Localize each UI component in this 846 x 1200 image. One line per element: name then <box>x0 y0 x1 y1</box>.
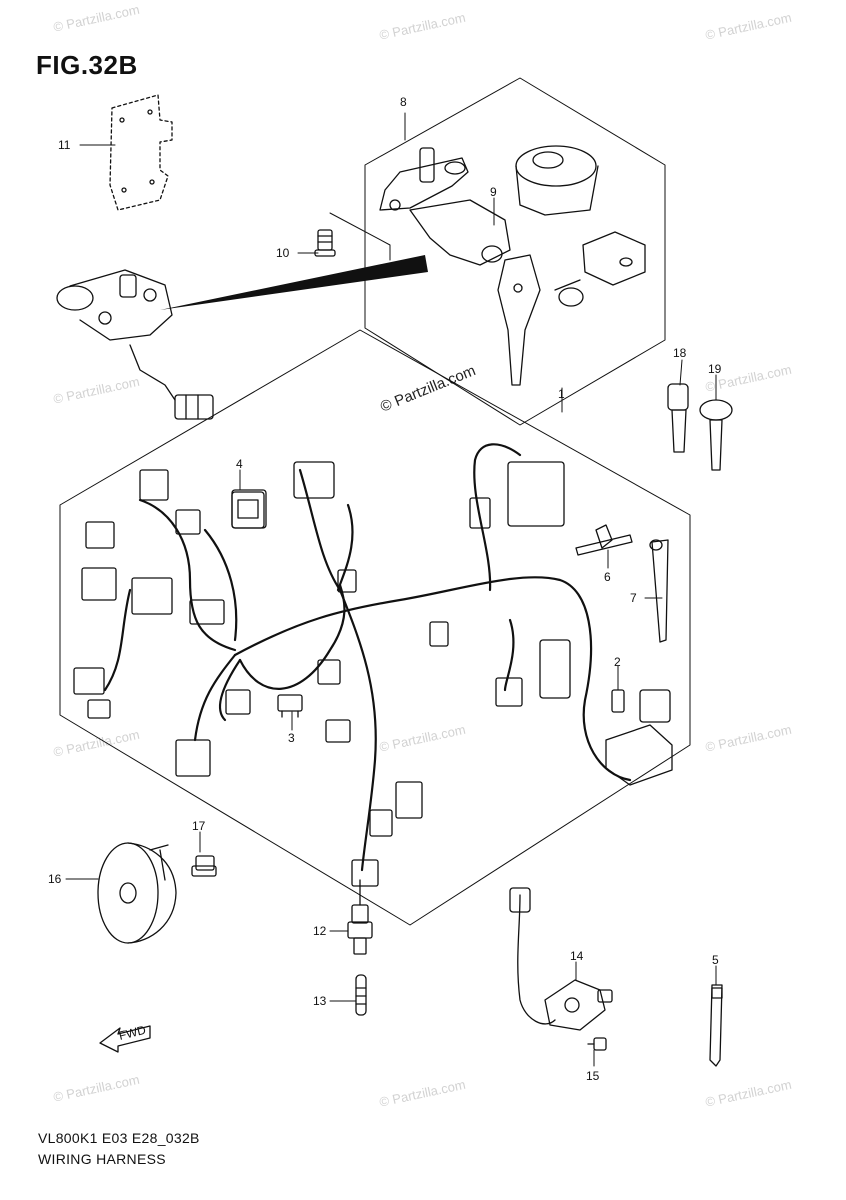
fuse-part-3 <box>277 694 303 718</box>
bolt-part-15 <box>587 1037 607 1051</box>
fuel-cap-part <box>515 145 599 216</box>
callout-leaders <box>65 112 717 1067</box>
callout-8: 8 <box>400 95 407 109</box>
front-arrow <box>99 1025 151 1053</box>
callout-numbers: 1 2 3 4 5 6 7 8 9 10 11 12 13 14 15 16 1… <box>48 95 722 1083</box>
screw-part <box>314 212 391 261</box>
callout-2: 2 <box>614 655 621 669</box>
callout-9: 9 <box>490 185 497 199</box>
ignition-switch-assembly-left <box>56 269 214 420</box>
pin-part-13 <box>355 974 367 1016</box>
front-arrow-label: FWD <box>117 1023 147 1043</box>
callout-19: 19 <box>708 362 722 376</box>
sensor-part-14 <box>509 887 613 1031</box>
callout-14: 14 <box>570 949 584 963</box>
callout-1: 1 <box>558 387 565 401</box>
callout-5: 5 <box>712 953 719 967</box>
callout-11: 11 <box>58 138 71 152</box>
strap-part-5 <box>709 984 723 1067</box>
ignition-switch-part <box>379 147 511 266</box>
callout-6: 6 <box>604 570 611 584</box>
callout-15: 15 <box>586 1069 600 1083</box>
cable-tie-part-7 <box>649 539 669 643</box>
key-part-19 <box>699 399 733 471</box>
neutral-switch-part-12 <box>347 879 373 955</box>
horn-part-16 <box>97 842 177 944</box>
ignition-assembly-frame <box>364 77 666 426</box>
leader-wedge <box>160 255 428 310</box>
harness-assembly-frame <box>59 329 691 926</box>
callout-3: 3 <box>288 731 295 745</box>
callout-18: 18 <box>673 346 687 360</box>
callout-7: 7 <box>630 591 637 605</box>
fuse-box-part <box>605 689 673 786</box>
callout-13: 13 <box>313 994 327 1008</box>
clamp-part-6 <box>575 524 633 556</box>
figure-name: WIRING HARNESS <box>38 1151 166 1167</box>
wiring-harness-part <box>103 443 632 872</box>
callout-16: 16 <box>48 872 62 886</box>
callout-12: 12 <box>313 924 327 938</box>
harness-connectors <box>73 461 571 887</box>
seat-lock-part <box>554 231 646 307</box>
nut-part-17 <box>191 855 217 877</box>
callout-10: 10 <box>276 246 290 260</box>
figure-title: FIG.32B <box>36 50 138 80</box>
connector-part-4 <box>231 491 265 529</box>
key-part <box>497 254 541 386</box>
callout-17: 17 <box>192 819 206 833</box>
bracket-plate-part <box>109 94 173 211</box>
figure-code: VL800K1 E03 E28_032B <box>38 1130 200 1146</box>
callout-4: 4 <box>236 457 243 471</box>
key-part-18 <box>667 383 689 453</box>
